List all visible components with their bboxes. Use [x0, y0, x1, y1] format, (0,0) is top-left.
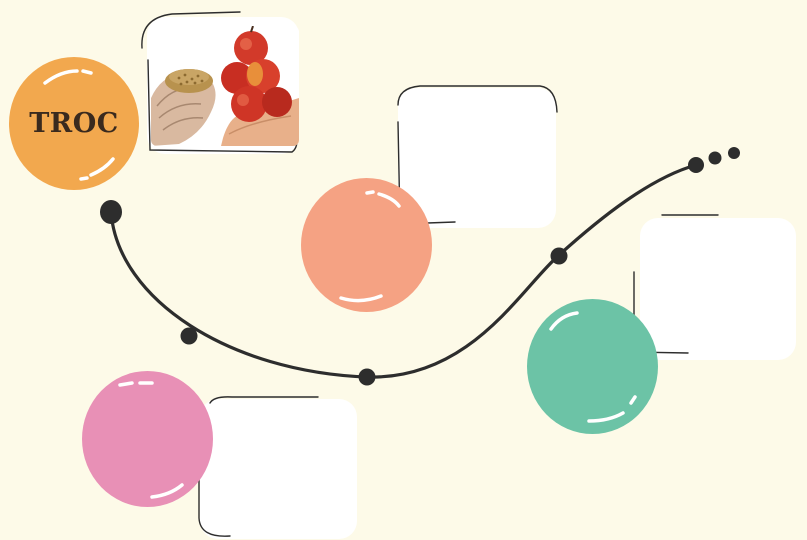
troc-label: TROC: [29, 108, 119, 139]
path-end-marker: [688, 157, 704, 173]
node-4: [82, 371, 213, 507]
node-2: [301, 178, 432, 312]
path-marker: [551, 248, 568, 265]
path-start-marker: [100, 200, 122, 224]
node-troc: TROC: [9, 57, 139, 190]
shine-highlight: [82, 371, 213, 507]
shine-highlight: [527, 299, 658, 434]
card-node-4: [200, 399, 357, 539]
ellipsis-dot: [709, 152, 722, 165]
ellipsis-dot: [728, 147, 740, 159]
card-node-3: [640, 218, 796, 360]
node-3: [527, 299, 658, 434]
path-marker: [359, 369, 376, 386]
hands-grain-apples-photo: [151, 26, 299, 146]
shine-highlight: [301, 178, 432, 312]
path-marker: [181, 328, 198, 345]
